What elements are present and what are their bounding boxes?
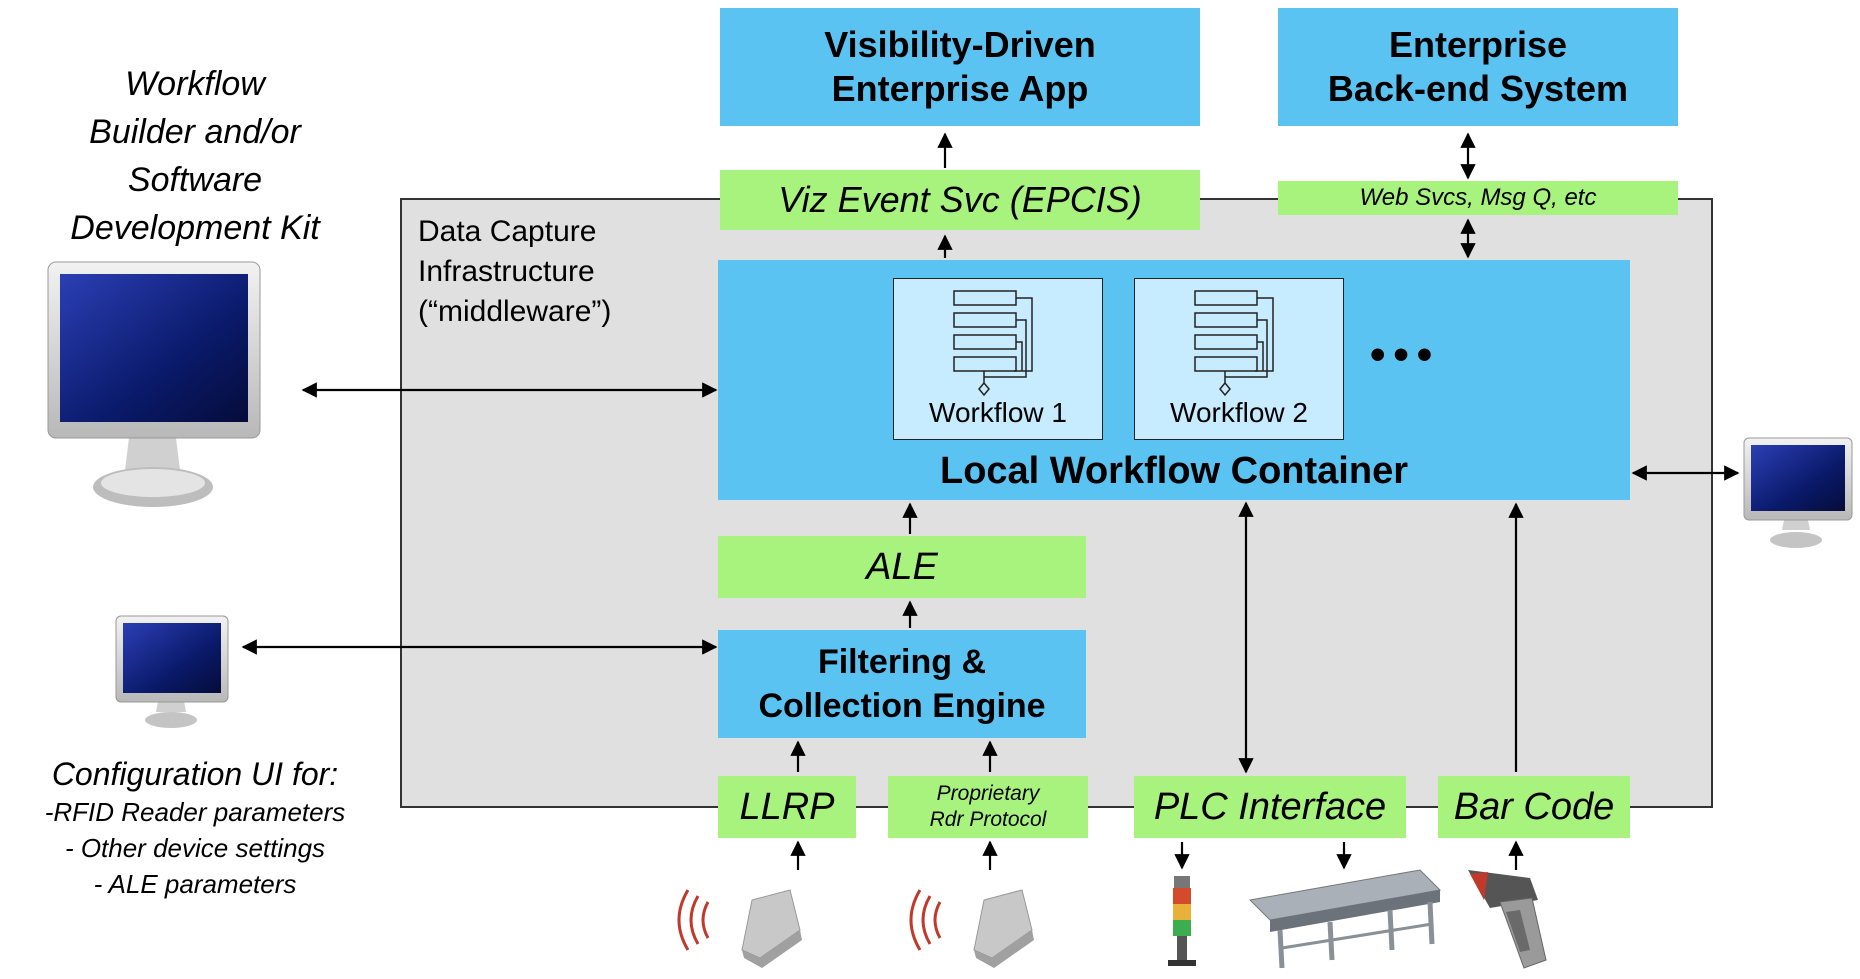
workflow-1-box: Workflow 1 xyxy=(893,278,1103,440)
rfid-reader-icon xyxy=(909,889,1034,968)
stack-light-icon xyxy=(1168,876,1196,966)
monitor-icon xyxy=(115,615,229,728)
web-svcs-box: Web Svcs, Msg Q, etc xyxy=(1278,181,1678,215)
middleware-label: Data Capture Infrastructure (“middleware… xyxy=(418,215,612,328)
ale-box: ALE xyxy=(718,536,1086,598)
config-ui-caption: Configuration UI for: -RFID Reader param… xyxy=(44,756,346,899)
workflow-builder-caption: Workflow Builder and/or Software Develop… xyxy=(70,65,320,247)
bar-code-box: Bar Code xyxy=(1438,776,1630,838)
rfid-reader-icon xyxy=(677,889,802,968)
llrp-box: LLRP xyxy=(718,776,856,838)
barcode-scanner-icon xyxy=(1468,870,1547,969)
monitor-icon xyxy=(1743,437,1853,548)
viz-event-svc-box: Viz Event Svc (EPCIS) xyxy=(720,170,1200,230)
local-workflow-container-title: Local Workflow Container xyxy=(939,450,1408,492)
filtering-engine-box: Filtering &Collection Engine xyxy=(718,630,1086,738)
monitor-icon xyxy=(47,261,261,507)
workflow-diagram-icon xyxy=(1194,290,1274,397)
plc-interface-box: PLC Interface xyxy=(1134,776,1406,838)
workflow-diagram-icon xyxy=(953,290,1033,397)
workflow-1-label: Workflow 1 xyxy=(929,397,1067,428)
conveyor-icon xyxy=(1248,869,1442,969)
workflow-2-box: Workflow 2 xyxy=(1134,278,1344,440)
workflow-2-label: Workflow 2 xyxy=(1170,397,1308,428)
more-workflows-ellipsis: ••• xyxy=(1370,330,1441,379)
